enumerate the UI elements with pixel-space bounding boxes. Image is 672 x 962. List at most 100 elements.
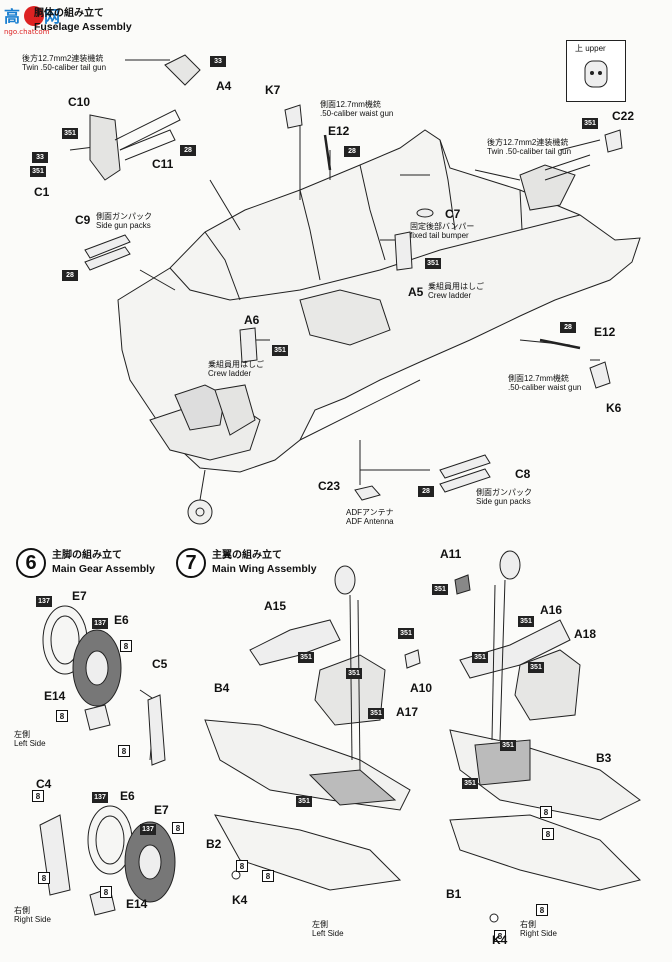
- code-8-c4: 8: [32, 790, 44, 802]
- code-137-e7a: 137: [36, 596, 52, 607]
- section7-title-jp: 主翼の組み立て: [212, 550, 282, 561]
- watermark-site: ngo.chatcom: [4, 28, 50, 36]
- code-8-c5: 8: [118, 745, 130, 757]
- code-28-e12-right: 28: [560, 322, 576, 333]
- part-a4: A4: [216, 79, 232, 93]
- code-28-c8: 28: [418, 486, 434, 497]
- part-k6: K6: [606, 401, 622, 415]
- part-e14-top: E14: [44, 689, 66, 703]
- code-351-a16: 351: [518, 616, 534, 627]
- part-a5: A5: [408, 285, 424, 299]
- part-c22: C22: [612, 109, 635, 123]
- code-351-a17a: 351: [346, 668, 362, 679]
- part-c8: C8: [515, 467, 531, 481]
- waist-gun-top-caption: 側面12.7mm機銃.50-caliber waist gun: [320, 100, 394, 119]
- code-8-c4-bottom: 8: [38, 872, 50, 884]
- code-8-e14b: 8: [100, 886, 112, 898]
- part-c11: C11: [152, 157, 174, 171]
- code-351-c22: 351: [582, 118, 598, 129]
- part-b3: B3: [596, 751, 612, 765]
- code-8-e14a: 8: [56, 710, 68, 722]
- part-c9: C9: [75, 213, 91, 227]
- watermark-logo: 高 网 ngo.chatcom: [0, 0, 70, 40]
- code-351-a5: 351: [425, 258, 441, 269]
- part-e6-top: E6: [114, 613, 129, 627]
- svg-text:高: 高: [4, 7, 20, 26]
- code-8-k4a: 8: [262, 870, 274, 882]
- part-a18: A18: [574, 627, 597, 641]
- part-a17: A17: [396, 705, 419, 719]
- code-8-b3a: 8: [540, 806, 552, 818]
- code-351-a18b: 351: [528, 662, 544, 673]
- code-351-a18a: 351: [472, 652, 488, 663]
- code-137-e6b: 137: [92, 792, 108, 803]
- part-a6: A6: [244, 313, 260, 327]
- part-c10: C10: [68, 95, 91, 109]
- section5-title: 胴体の組み立て Fuselage Assembly: [34, 8, 132, 34]
- code-28-e12-top: 28: [344, 146, 360, 157]
- step-7-badge: 7: [176, 548, 206, 578]
- part-c1: C1: [34, 185, 50, 199]
- code-137-e7b: 137: [140, 824, 156, 835]
- section7-title: 主翼の組み立て Main Wing Assembly: [212, 550, 317, 576]
- code-8-b3b: 8: [542, 828, 554, 840]
- code-33-a4: 33: [210, 56, 226, 67]
- code-351-a17b: 351: [368, 708, 384, 719]
- part-e6-bottom: E6: [120, 789, 135, 803]
- section6-title-en: Main Gear Assembly: [52, 562, 155, 575]
- waist-gun-right-caption: 側面12.7mm機銃.50-caliber waist gun: [508, 374, 582, 393]
- code-8-b1: 8: [536, 904, 548, 916]
- part-k4-right: K4: [492, 933, 508, 947]
- code-351-a15: 351: [298, 652, 314, 663]
- upper-label: 上 upper: [575, 44, 606, 53]
- part-a10: A10: [410, 681, 433, 695]
- part-c5: C5: [152, 657, 168, 671]
- part-b1: B1: [446, 887, 462, 901]
- part-e7-top: E7: [72, 589, 87, 603]
- section5-title-en: Fuselage Assembly: [34, 20, 132, 33]
- code-8-b2: 8: [236, 860, 248, 872]
- part-a16: A16: [540, 603, 563, 617]
- code-351-c1: 351: [30, 166, 46, 177]
- step-6-badge: 6: [16, 548, 46, 578]
- code-28-c11: 28: [180, 145, 196, 156]
- part-k4-left: K4: [232, 893, 248, 907]
- part-a15: A15: [264, 599, 287, 613]
- section6-title-jp: 主脚の組み立て: [52, 550, 122, 561]
- upper-view-icon: [584, 60, 608, 88]
- code-8-k4b: 8: [494, 930, 506, 942]
- section6-title: 主脚の組み立て Main Gear Assembly: [52, 550, 155, 576]
- code-351-a6: 351: [272, 345, 288, 356]
- part-e14-bottom: E14: [126, 897, 148, 911]
- part-e12-right: E12: [594, 325, 616, 339]
- part-c23: C23: [318, 479, 341, 493]
- section7-title-en: Main Wing Assembly: [212, 562, 317, 575]
- part-c7: C7: [445, 207, 461, 221]
- code-8-e7b: 8: [172, 822, 184, 834]
- part-e12-top: E12: [328, 124, 350, 138]
- upper-view-box: 上 upper: [566, 40, 626, 102]
- part-a11: A11: [440, 547, 462, 561]
- section5-title-jp: 胴体の組み立て: [34, 8, 104, 19]
- part-b4: B4: [214, 681, 230, 695]
- code-33-c1: 33: [32, 152, 48, 163]
- code-137-e6a: 137: [92, 618, 108, 629]
- code-351-a10: 351: [398, 628, 414, 639]
- code-351-a11: 351: [432, 584, 448, 595]
- part-k7: K7: [265, 83, 281, 97]
- code-351-wing-right: 351: [500, 740, 516, 751]
- part-b2: B2: [206, 837, 222, 851]
- part-c4: C4: [36, 777, 52, 791]
